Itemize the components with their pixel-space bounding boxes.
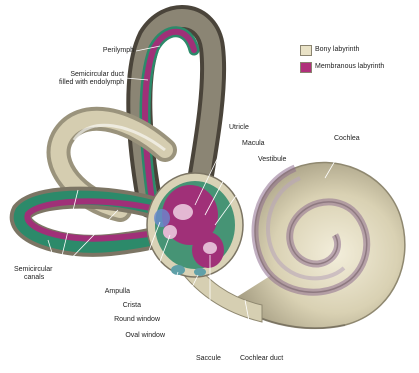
cochlea-label: Cochlea xyxy=(334,135,360,143)
semicircular-duct-label-line2: filled with endolymph xyxy=(59,79,124,87)
membranous-labyrinth-swatch xyxy=(300,62,312,73)
ampulla-label: Ampulla xyxy=(105,288,130,296)
semicircular-duct-label-line1: Semicircular duct xyxy=(70,71,124,79)
round-window xyxy=(171,265,185,275)
semicircular-canals-label-line2: canals xyxy=(24,274,44,282)
cochlear-duct-label: Cochlear duct xyxy=(240,355,283,363)
utricle-macula xyxy=(173,204,193,220)
vestibule-label: Vestibule xyxy=(258,156,286,164)
utricle-label: Utricle xyxy=(229,124,249,132)
crista xyxy=(163,225,177,239)
crista-label: Crista xyxy=(123,302,141,310)
bony-labyrinth-legend-label: Bony labyrinth xyxy=(315,46,359,54)
saccule-label: Saccule xyxy=(196,355,221,363)
perilymph-label: Perilymph xyxy=(103,47,134,55)
oval-window xyxy=(194,268,206,276)
cochlea-spiral xyxy=(232,163,405,329)
vestibule-chamber xyxy=(147,173,243,277)
membranous-labyrinth-legend-label: Membranous labyrinth xyxy=(315,63,384,71)
round-window-label: Round window xyxy=(114,316,160,324)
oval-window-label: Oval window xyxy=(125,332,165,340)
macula-label: Macula xyxy=(242,140,265,148)
semicircular-canals-label-line1: Semicircular xyxy=(14,266,53,274)
ampulla xyxy=(154,209,170,227)
bony-labyrinth-swatch xyxy=(300,45,312,56)
saccule-macula xyxy=(203,242,217,254)
